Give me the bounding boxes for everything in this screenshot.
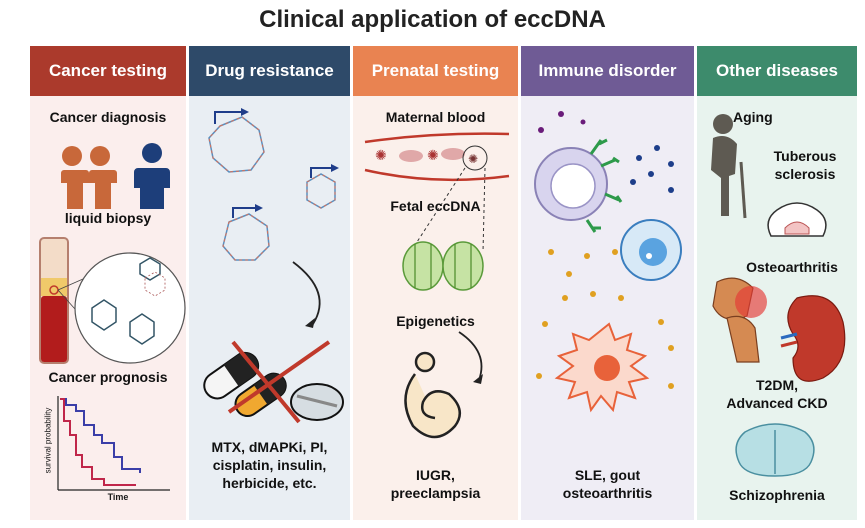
drug-list-line: cisplatin, insulin, (212, 457, 327, 473)
blood-tube-icon (39, 237, 69, 364)
cancer-testing-illustration (39, 143, 186, 491)
eccdna-circle-icon (222, 204, 270, 261)
dot-icon (536, 249, 674, 389)
survival-curve-chart (57, 396, 170, 491)
knee-joint-icon (712, 277, 767, 363)
svg-text:✺: ✺ (375, 148, 387, 164)
blood-vessel-icon: ✺ ✺ ✺ (364, 132, 510, 182)
eccdna-circle-icon (306, 164, 339, 209)
axis-label-time: Time (107, 492, 129, 502)
column-drug-resistance: Drug resistance (189, 46, 350, 520)
axis-label-survival-probability: survival probability (43, 407, 53, 474)
immune-illustration (534, 111, 682, 413)
drug-list-line: MTX, dMAPKi, PI, (211, 439, 328, 455)
prohibition-cross-icon (227, 340, 331, 424)
cell-icon (620, 219, 682, 281)
column-cancer-testing: Cancer testing Cancer diagnosis (30, 46, 186, 520)
label-cancer-prognosis: Cancer prognosis (48, 369, 168, 385)
prenatal-condition-line: preeclampsia (390, 485, 481, 501)
drug-list-line: herbicide, etc. (222, 475, 317, 491)
tuberous-line: sclerosis (774, 166, 836, 182)
healthy-person-icon (134, 143, 170, 209)
tuberous-line: Tuberous (773, 148, 837, 164)
label-drug-list: MTX, dMAPKi, PI, cisplatin, insulin, her… (189, 438, 350, 492)
brain-icon (767, 202, 827, 237)
prenatal-condition-line: IUGR, (416, 467, 455, 483)
header-other-diseases: Other diseases (697, 46, 857, 96)
column-prenatal-testing: Prenatal testing Maternal blood ✺ ✺ ✺ (353, 46, 518, 520)
header-immune-disorder: Immune disorder (521, 46, 694, 96)
label-cancer-diagnosis: Cancer diagnosis (49, 109, 167, 125)
label-prenatal-conditions: IUGR, preeclampsia (353, 466, 518, 502)
svg-text:✺: ✺ (468, 152, 478, 166)
pill-icon (203, 351, 344, 421)
label-liquid-biopsy: liquid biopsy (64, 210, 152, 226)
page-title: Clinical application of eccDNA (259, 6, 606, 33)
immune-condition-line: osteoarthritis (562, 485, 653, 501)
fetus-icon (404, 351, 462, 439)
dot-icon (538, 111, 586, 133)
label-maternal-blood: Maternal blood (385, 109, 486, 125)
label-schizophrenia: Schizophrenia (729, 487, 825, 503)
header-drug-resistance: Drug resistance (189, 46, 350, 96)
prenatal-illustration: ✺ ✺ ✺ (364, 132, 510, 439)
other-diseases-illustration (711, 114, 846, 477)
dot-icon (630, 145, 674, 193)
kidney-icon (780, 295, 846, 382)
eccdna-circle-icon (208, 108, 265, 173)
t2dm-line: Advanced CKD (726, 395, 828, 411)
label-t2dm-ckd: T2DM, Advanced CKD (697, 376, 857, 412)
dendritic-cell-icon (554, 322, 650, 413)
immune-cell-icon (534, 138, 623, 233)
label-immune-conditions: SLE, gout osteoarthritis (521, 466, 694, 502)
nucleosome-icon (402, 241, 484, 291)
label-aging: Aging (733, 109, 773, 125)
immune-condition-line: SLE, gout (574, 467, 641, 483)
header-prenatal-testing: Prenatal testing (353, 46, 518, 96)
label-epigenetics: Epigenetics (396, 313, 475, 329)
arrow-icon (458, 331, 483, 381)
elderly-person-icon (711, 114, 747, 219)
header-cancer-testing: Cancer testing (30, 46, 186, 96)
arrow-icon (292, 261, 321, 325)
t2dm-line: T2DM, (756, 377, 798, 393)
column-other-diseases: Other diseases Aging Tuberous sclerosis (697, 46, 857, 520)
label-tuberous-sclerosis: Tuberous sclerosis (755, 147, 855, 183)
label-osteoarthritis: Osteoarthritis (746, 259, 838, 275)
brain-icon (735, 423, 815, 477)
drug-resistance-illustration (203, 108, 344, 424)
column-immune-disorder: Immune disorder (521, 46, 694, 520)
eccdna-magnifier-icon (74, 252, 186, 364)
label-fetal-eccdna: Fetal eccDNA (390, 198, 481, 214)
patient-icon (58, 146, 117, 209)
svg-text:✺: ✺ (427, 148, 439, 164)
